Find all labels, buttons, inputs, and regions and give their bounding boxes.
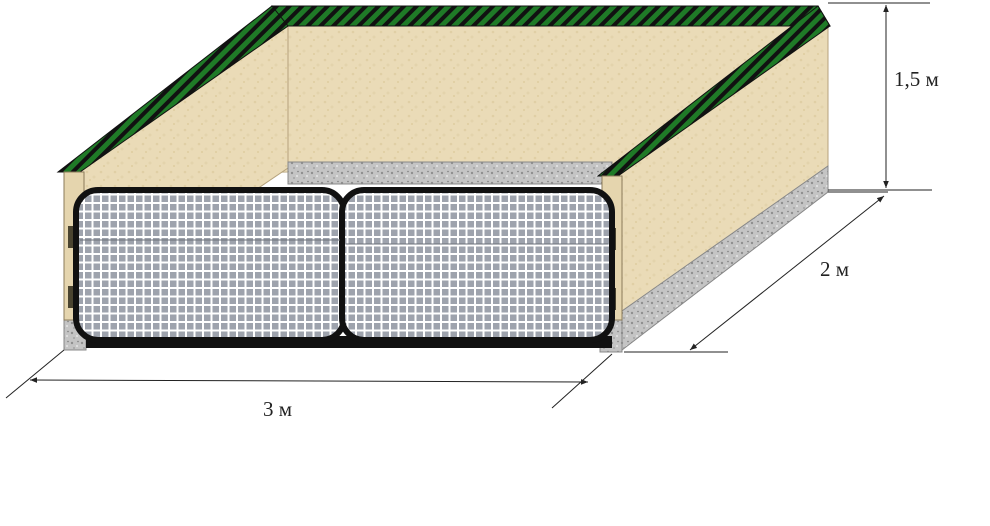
back-trim bbox=[270, 5, 831, 27]
width-ext-left bbox=[5, 349, 65, 399]
depth-dimension-line bbox=[689, 195, 885, 351]
height-label: 1,5 м bbox=[894, 67, 939, 91]
width-dimension-line bbox=[29, 377, 589, 385]
depth-label: 2 м bbox=[820, 257, 850, 281]
gate-panel-right bbox=[339, 187, 615, 343]
back-base bbox=[287, 161, 613, 185]
width-ext-right bbox=[551, 353, 613, 409]
gate-panel-left bbox=[73, 187, 347, 343]
width-label: 3 м bbox=[263, 397, 293, 421]
